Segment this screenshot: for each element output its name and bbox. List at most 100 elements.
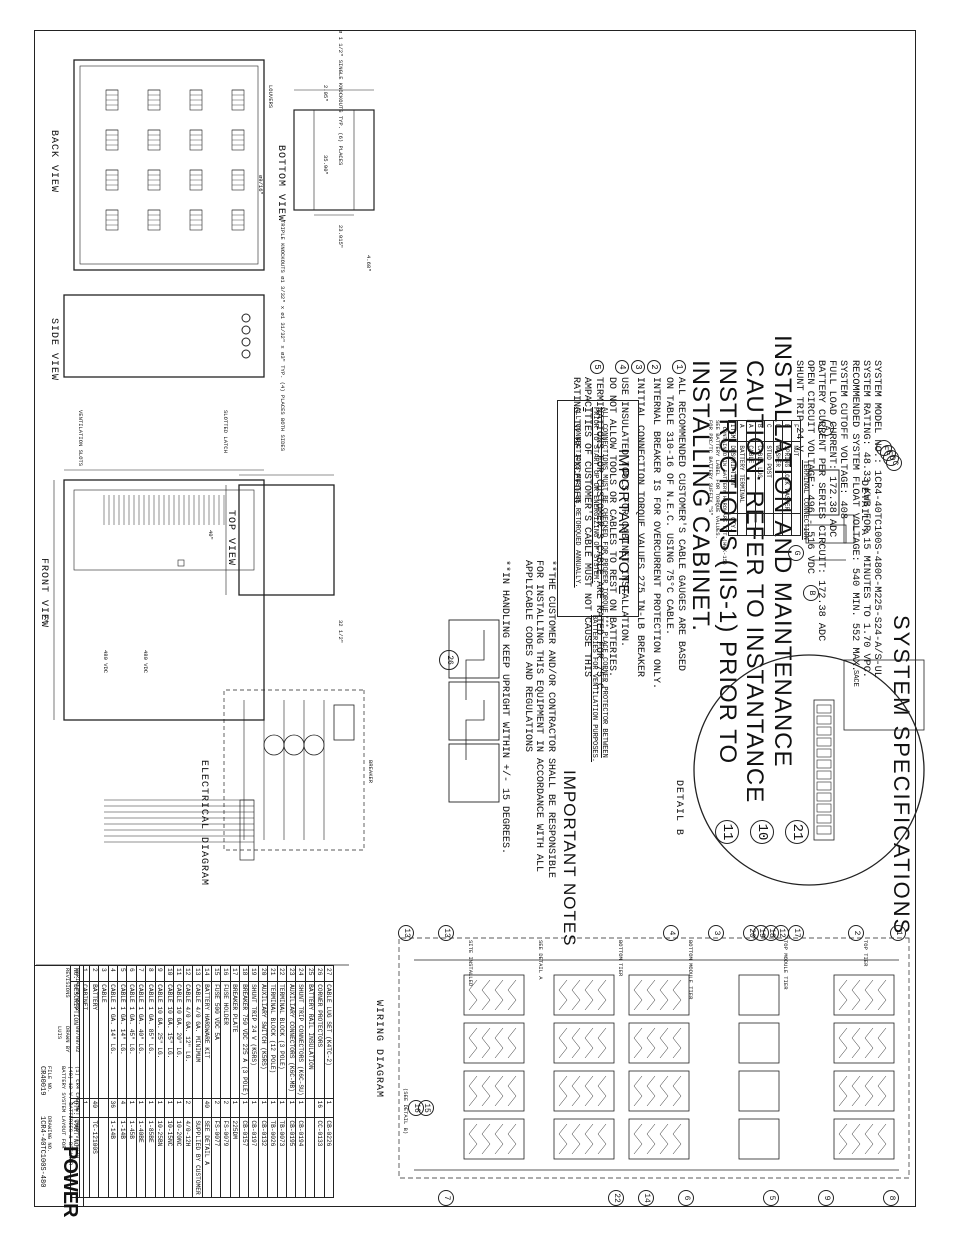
wiring-link: [838, 1027, 848, 1059]
ventilation-callout: VENTILATION SLOTS: [77, 410, 84, 467]
bom-cell: 1: [155, 1098, 165, 1118]
bom-cell: 18: [239, 965, 249, 982]
bom-cell: CABLE 1 GA. 40" LG.: [136, 981, 146, 1099]
important-note-lines: ALL CONNECTIONS MUST BE CHECKED FOR PROP…: [572, 407, 608, 613]
wiring-link: [494, 1027, 504, 1059]
terminal-block-pole: [816, 803, 832, 813]
wiring-link: [571, 1075, 581, 1107]
bottom-view-label: BOTTOM VIEW: [275, 145, 286, 223]
wiring-link: [864, 1075, 874, 1107]
bom-cell: CABLE 4/0 GA. MINIMUM: [192, 981, 203, 1099]
bom-cell: TB-0073: [277, 1117, 287, 1198]
wiring-battery: [463, 1070, 525, 1112]
wiring-callout-top-0: 1: [890, 925, 906, 941]
terminal-cell: WASHER: [773, 441, 783, 514]
bom-cell: 10-15NC: [164, 1117, 174, 1198]
bom-cell: 4: [117, 1098, 127, 1118]
wiring-link: [672, 1027, 682, 1059]
bom-cell: 17: [230, 965, 240, 982]
bom-cell: [98, 1098, 109, 1118]
terminal-header-cell: QTY.: [728, 513, 738, 536]
dim-7: 32 1/2": [337, 620, 344, 644]
terminal-block-pole: [816, 792, 832, 802]
bom-cell: 26: [314, 965, 325, 982]
back-view-label: BACK VIEW: [48, 130, 59, 194]
bom-cell: 1-85BE: [145, 1117, 156, 1198]
terminal-cell: A: [746, 420, 756, 442]
bottom-view-drawing: [293, 89, 375, 216]
bom-cell: 225DM: [230, 1117, 240, 1198]
wiring-link: [584, 979, 594, 1011]
bom-cell: CABLE 1 GA. 14" LG.: [117, 981, 127, 1099]
battery-sketch: [448, 619, 500, 803]
bom-cell: CB-0194: [295, 1117, 306, 1198]
bom-cell: 10: [164, 965, 174, 982]
bom-cell: 2: [220, 1098, 231, 1118]
terminal-cell: CABLE LUG: [755, 441, 765, 514]
bom-cell: 16: [314, 1098, 325, 1118]
wiring-callout-top-8: 4: [663, 925, 679, 941]
bom-cell: 15: [211, 965, 221, 982]
revisions: REVISIONS: [64, 968, 71, 998]
wiring-link: [838, 1123, 848, 1155]
terminal-block-pole: [816, 814, 832, 824]
wiring-link: [597, 1075, 607, 1107]
wiring-link: [584, 1123, 594, 1155]
bom-cell: 3: [98, 965, 109, 982]
wiring-link: [481, 1027, 491, 1059]
wiring-battery: [628, 974, 690, 1016]
bom-cell: 1: [230, 1098, 240, 1118]
terminal-cell: E: [782, 420, 792, 442]
electrical-diagram-drawing: [104, 689, 365, 861]
wiring-tier-3: BOTTOM TIER: [617, 940, 624, 977]
wiring-link: [672, 979, 682, 1011]
drawing-no: 1CR4-40TC100S-480: [38, 1116, 46, 1188]
bom-cell: FUSE 500 VDC 5A: [211, 981, 221, 1099]
wiring-link: [558, 1075, 568, 1107]
bom-cell: 1: [248, 1098, 259, 1118]
wiring-link: [481, 1075, 491, 1107]
bom-cell: [305, 1117, 315, 1198]
vdc-a-callout: 480 VDC: [142, 650, 149, 674]
bom-cell: 21: [267, 965, 278, 982]
wiring-link: [851, 1123, 861, 1155]
bom-cell: CB-0197: [248, 1117, 259, 1198]
bom-cell: 1: [277, 1098, 287, 1118]
louvers-callout: LOUVERS: [267, 85, 274, 109]
wiring-battery: [833, 1070, 895, 1112]
terminal-cell: D: [773, 420, 783, 442]
terminal-footnote-line-1: SEE BATTERY LABEL FOR TORQUE VALUES.: [714, 420, 721, 539]
knockouts-triple-callout: TRIPLE KNOCKOUTS ø1 3/32" x ø1 31/32" x …: [279, 220, 286, 452]
wiring-tier-1: TOP MODULE TIER: [782, 940, 789, 990]
wiring-battery: [738, 1070, 780, 1112]
see-detail-b: (SEE DETAIL B): [402, 1088, 409, 1135]
terminal-footnote-line-2: FOR PRC/TC BATTERY SUFFIX "S": [707, 420, 714, 516]
wiring-battery: [553, 1118, 615, 1160]
side-view-label: SIDE VIEW: [48, 318, 59, 382]
wiring-link: [494, 1123, 504, 1155]
bom-cell: FUSE HOLDER: [220, 981, 231, 1099]
terminal-block-pole: [816, 825, 832, 835]
wiring-battery: [833, 1022, 895, 1064]
bom-cell: CABLE 10 GA. 15" LG.: [164, 981, 174, 1099]
dim-3: 4.68": [365, 255, 372, 272]
drawn-by: LUIS: [56, 1026, 63, 1040]
terminal-block-pole: [816, 715, 832, 725]
bom-cell: 40: [202, 1098, 212, 1118]
terminal-block-pole: [816, 737, 832, 747]
wiring-link: [646, 1027, 656, 1059]
